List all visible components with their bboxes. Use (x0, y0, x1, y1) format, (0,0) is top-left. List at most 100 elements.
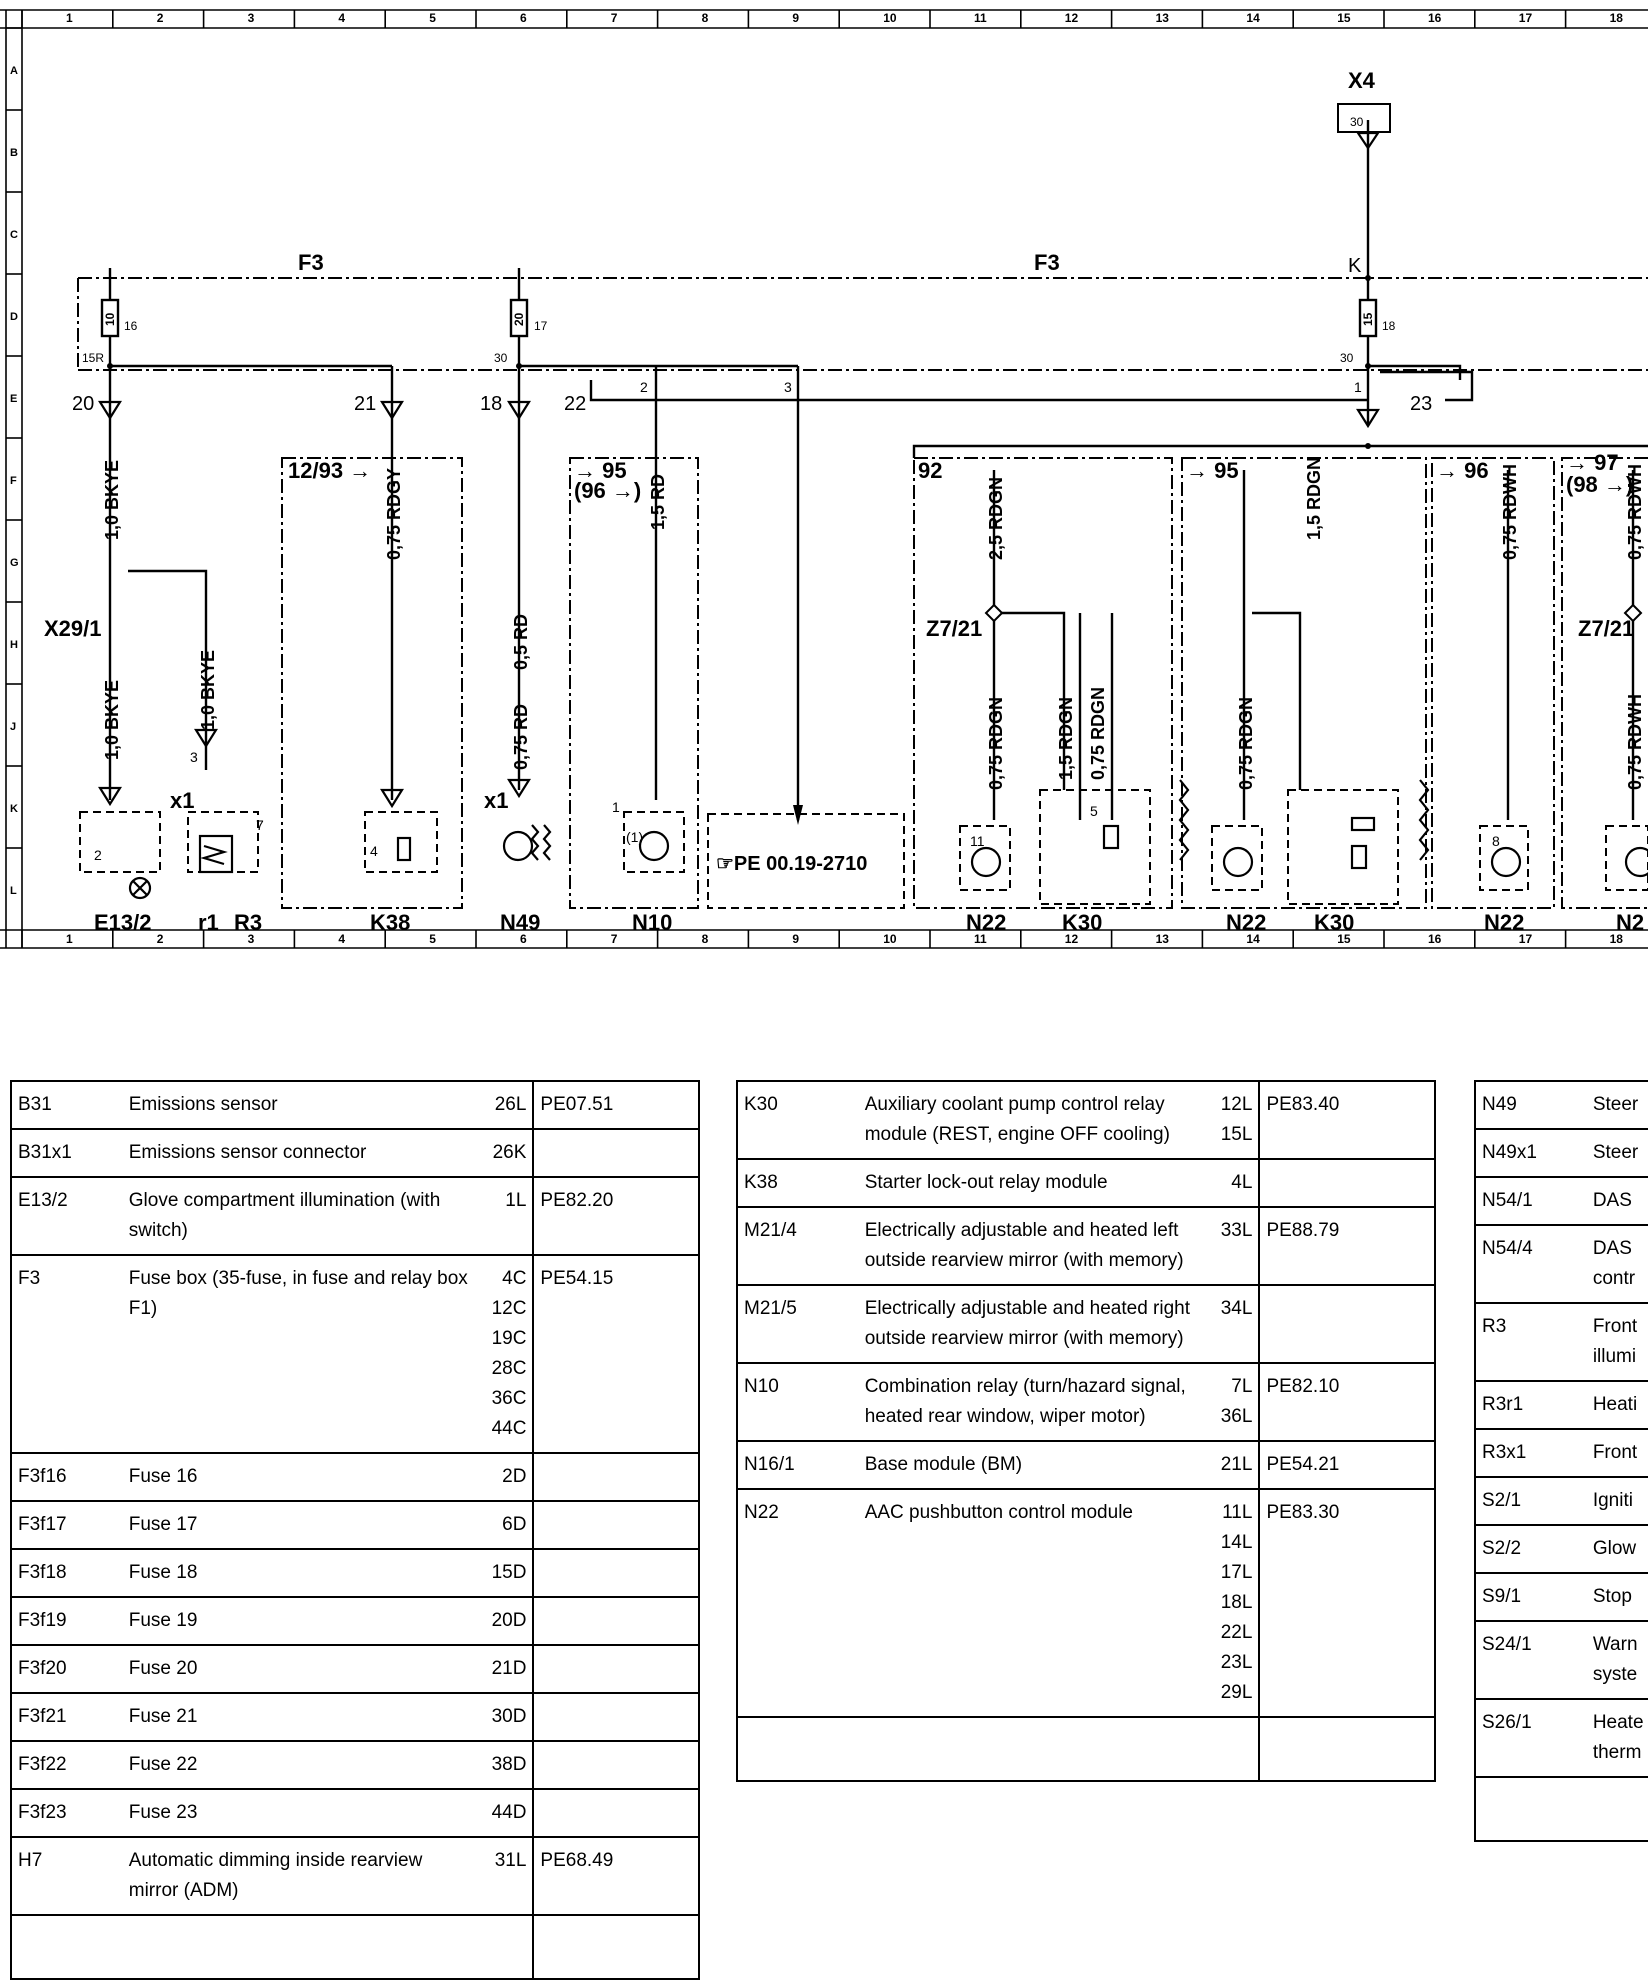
row-label: B (10, 147, 18, 159)
legend-ref (1258, 1716, 1436, 1782)
column-label: 9 (792, 932, 799, 946)
legend-desc: Glove compartment illumination (with swi… (122, 1176, 476, 1256)
legend-desc: DAS (1586, 1176, 1648, 1226)
k38-label: K38 (370, 910, 410, 935)
legend-loc: 26K (475, 1128, 535, 1178)
pin: 8 (1492, 833, 1500, 849)
column-label: 11 (974, 932, 987, 946)
e132-label: E13/2 (94, 910, 152, 935)
legend-desc: Fuse 17 (122, 1500, 476, 1550)
signal-arrow (793, 805, 803, 825)
legend-row (736, 1716, 1436, 1782)
legend-code: M21/4 (736, 1206, 859, 1286)
column-label: 7 (611, 11, 618, 25)
legend-code: F3f18 (10, 1548, 123, 1598)
legend-desc (858, 1716, 1200, 1782)
n22-label-d: N2 (1616, 910, 1644, 935)
fuse-pin-15r: 15R (82, 351, 104, 365)
x4-connector (1337, 103, 1391, 133)
column-label: 10 (883, 11, 897, 25)
legend-ref: PE83.30 (1258, 1488, 1436, 1718)
legend-desc: Electrically adjustable and heated left … (858, 1206, 1200, 1286)
column-label: 10 (883, 932, 897, 946)
legend-ref (532, 1452, 700, 1502)
legend-code: K38 (736, 1158, 859, 1208)
column-label: 12 (1065, 11, 1079, 25)
legend-code: S9/1 (1474, 1572, 1587, 1622)
legend-code (10, 1914, 123, 1980)
column-label: 12 (1065, 932, 1079, 946)
x4-label: X4 (1348, 68, 1376, 93)
wire-label: 0,75 RDWH (1625, 464, 1645, 560)
r3-label: R3 (234, 910, 262, 935)
legend-desc: AAC pushbutton control module (858, 1488, 1200, 1718)
column-label: 4 (338, 11, 345, 25)
legend-code: B31 (10, 1080, 123, 1130)
pin: 2 (94, 847, 102, 863)
legend-ref (532, 1548, 700, 1598)
z721a-label: Z7/21 (926, 616, 982, 641)
legend-loc: 4L (1199, 1158, 1261, 1208)
legend-ref (532, 1500, 700, 1550)
pin: 4 (370, 843, 378, 859)
legend-code: K30 (736, 1080, 859, 1160)
legend-desc: Fuse 23 (122, 1788, 476, 1838)
legend-desc: Auxiliary coolant pump control relay mod… (858, 1080, 1200, 1160)
x1-label-a: x1 (170, 788, 194, 813)
legend-desc: Glow (1586, 1524, 1648, 1574)
legend-code: F3 (10, 1254, 123, 1454)
legend-code: H7 (10, 1836, 123, 1916)
legend-code: R3 (1474, 1302, 1587, 1382)
legend-ref (532, 1596, 700, 1646)
legend-code: F3f16 (10, 1452, 123, 1502)
legend-code: N49x1 (1474, 1128, 1587, 1178)
legend-desc (122, 1914, 476, 1980)
pin-3: 3 (784, 379, 792, 395)
column-label: 16 (1428, 11, 1442, 25)
legend-ref: PE88.79 (1258, 1206, 1436, 1286)
conn-23: 23 (1410, 393, 1432, 415)
legend-loc: 34L (1199, 1284, 1261, 1364)
legend-code: M21/5 (736, 1284, 859, 1364)
legend-loc: 33L (1199, 1206, 1261, 1286)
column-label: 2 (157, 11, 164, 25)
wire-label: 0,75 RDGN (1236, 697, 1256, 790)
column-label: 6 (520, 11, 527, 25)
legend-code: N54/4 (1474, 1224, 1587, 1304)
legend-desc: Fuse 18 (122, 1548, 476, 1598)
conn-22: 22 (564, 393, 586, 415)
legend-desc: Fuse 21 (122, 1692, 476, 1742)
n10-label: N10 (632, 910, 672, 935)
row-label: K (10, 803, 18, 815)
wire-label: 2,5 RDGN (986, 477, 1006, 560)
legend-desc: DAS contr (1586, 1224, 1648, 1304)
row-label: D (10, 311, 18, 323)
legend-ref (532, 1788, 700, 1838)
column-label: 8 (702, 932, 709, 946)
row-label: E (10, 393, 17, 405)
pin: 11 (970, 833, 985, 849)
column-label: 5 (429, 11, 436, 25)
legend-desc (1586, 1776, 1648, 1842)
n49-label: N49 (500, 910, 540, 935)
legend-desc: Automatic dimming inside rearview mirror… (122, 1836, 476, 1916)
legend-loc: 4C 12C 19C 28C 36C 44C (475, 1254, 535, 1454)
column-label: 13 (1156, 932, 1170, 946)
k30-label-a: K30 (1062, 910, 1102, 935)
legend-desc: Warn syste (1586, 1620, 1648, 1700)
x1-label-b: x1 (484, 788, 508, 813)
conn-20: 20 (72, 393, 94, 415)
legend-loc: 44D (475, 1788, 535, 1838)
